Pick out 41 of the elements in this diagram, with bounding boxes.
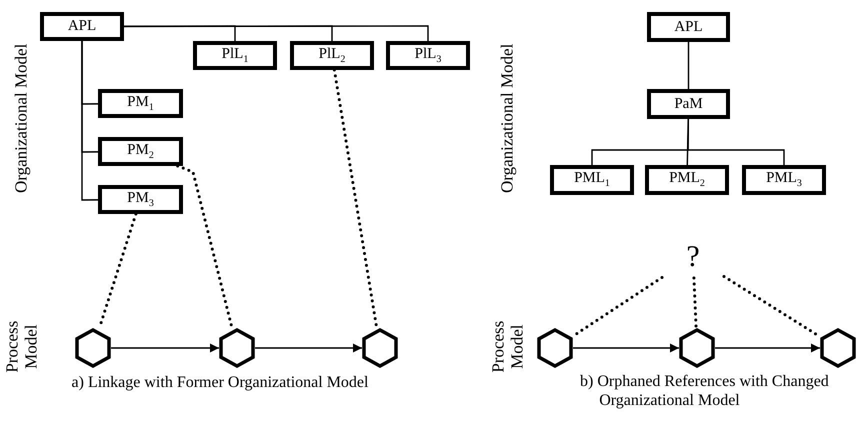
org-unit-box <box>40 12 124 41</box>
unit-name: PaM <box>674 96 703 112</box>
org-unit-box <box>193 41 277 70</box>
unit-name: PlL$_{2}$ <box>318 46 346 64</box>
unit-name: APL <box>68 19 96 34</box>
org-unit-box <box>98 89 183 118</box>
unit-name: PML$_{2}$ <box>669 171 705 189</box>
axis-label: Process Model <box>489 319 527 374</box>
caption: a) Linkage with Former Organizational Model <box>70 373 370 392</box>
org-unit-box <box>550 165 634 195</box>
hierarchy-line <box>688 42 690 89</box>
org-unit-box <box>647 12 730 42</box>
question-mark: ? <box>686 242 700 272</box>
unit-name: PM$_{3}$ <box>127 190 154 208</box>
arrow <box>573 344 679 352</box>
dotted-reference-line <box>692 276 698 330</box>
axis-label: Process Model <box>3 319 41 374</box>
unit-name: PML$_{3}$ <box>766 171 802 189</box>
hierarchy-line <box>687 119 785 165</box>
arrow <box>255 344 362 352</box>
unit-name: PlL$_{3}$ <box>414 46 442 64</box>
unit-name: PlL$_{1}$ <box>222 46 248 64</box>
unit-name: PML$_{1}$ <box>574 171 610 189</box>
org-unit-box <box>742 165 826 195</box>
hierarchy-line <box>81 41 98 201</box>
arrow <box>715 344 820 352</box>
arrow <box>111 344 219 352</box>
dotted-reference-line <box>176 164 234 330</box>
axis-label: Organizational Model <box>498 42 518 195</box>
unit-name: PM$_{2}$ <box>127 142 154 160</box>
org-unit-box <box>98 137 183 166</box>
unit-name: APL <box>674 20 703 34</box>
org-unit-box <box>647 89 730 119</box>
org-unit-box <box>290 41 374 70</box>
axis-label: Organizational Model <box>12 42 32 195</box>
org-unit-box <box>98 185 183 214</box>
unit-name: PM$_{1}$ <box>127 94 154 112</box>
org-unit-box <box>386 41 470 70</box>
caption: b) Orphaned References with Changed Organizational Model <box>580 372 830 410</box>
hierarchy-line <box>124 25 429 41</box>
org-unit-box <box>645 165 729 195</box>
